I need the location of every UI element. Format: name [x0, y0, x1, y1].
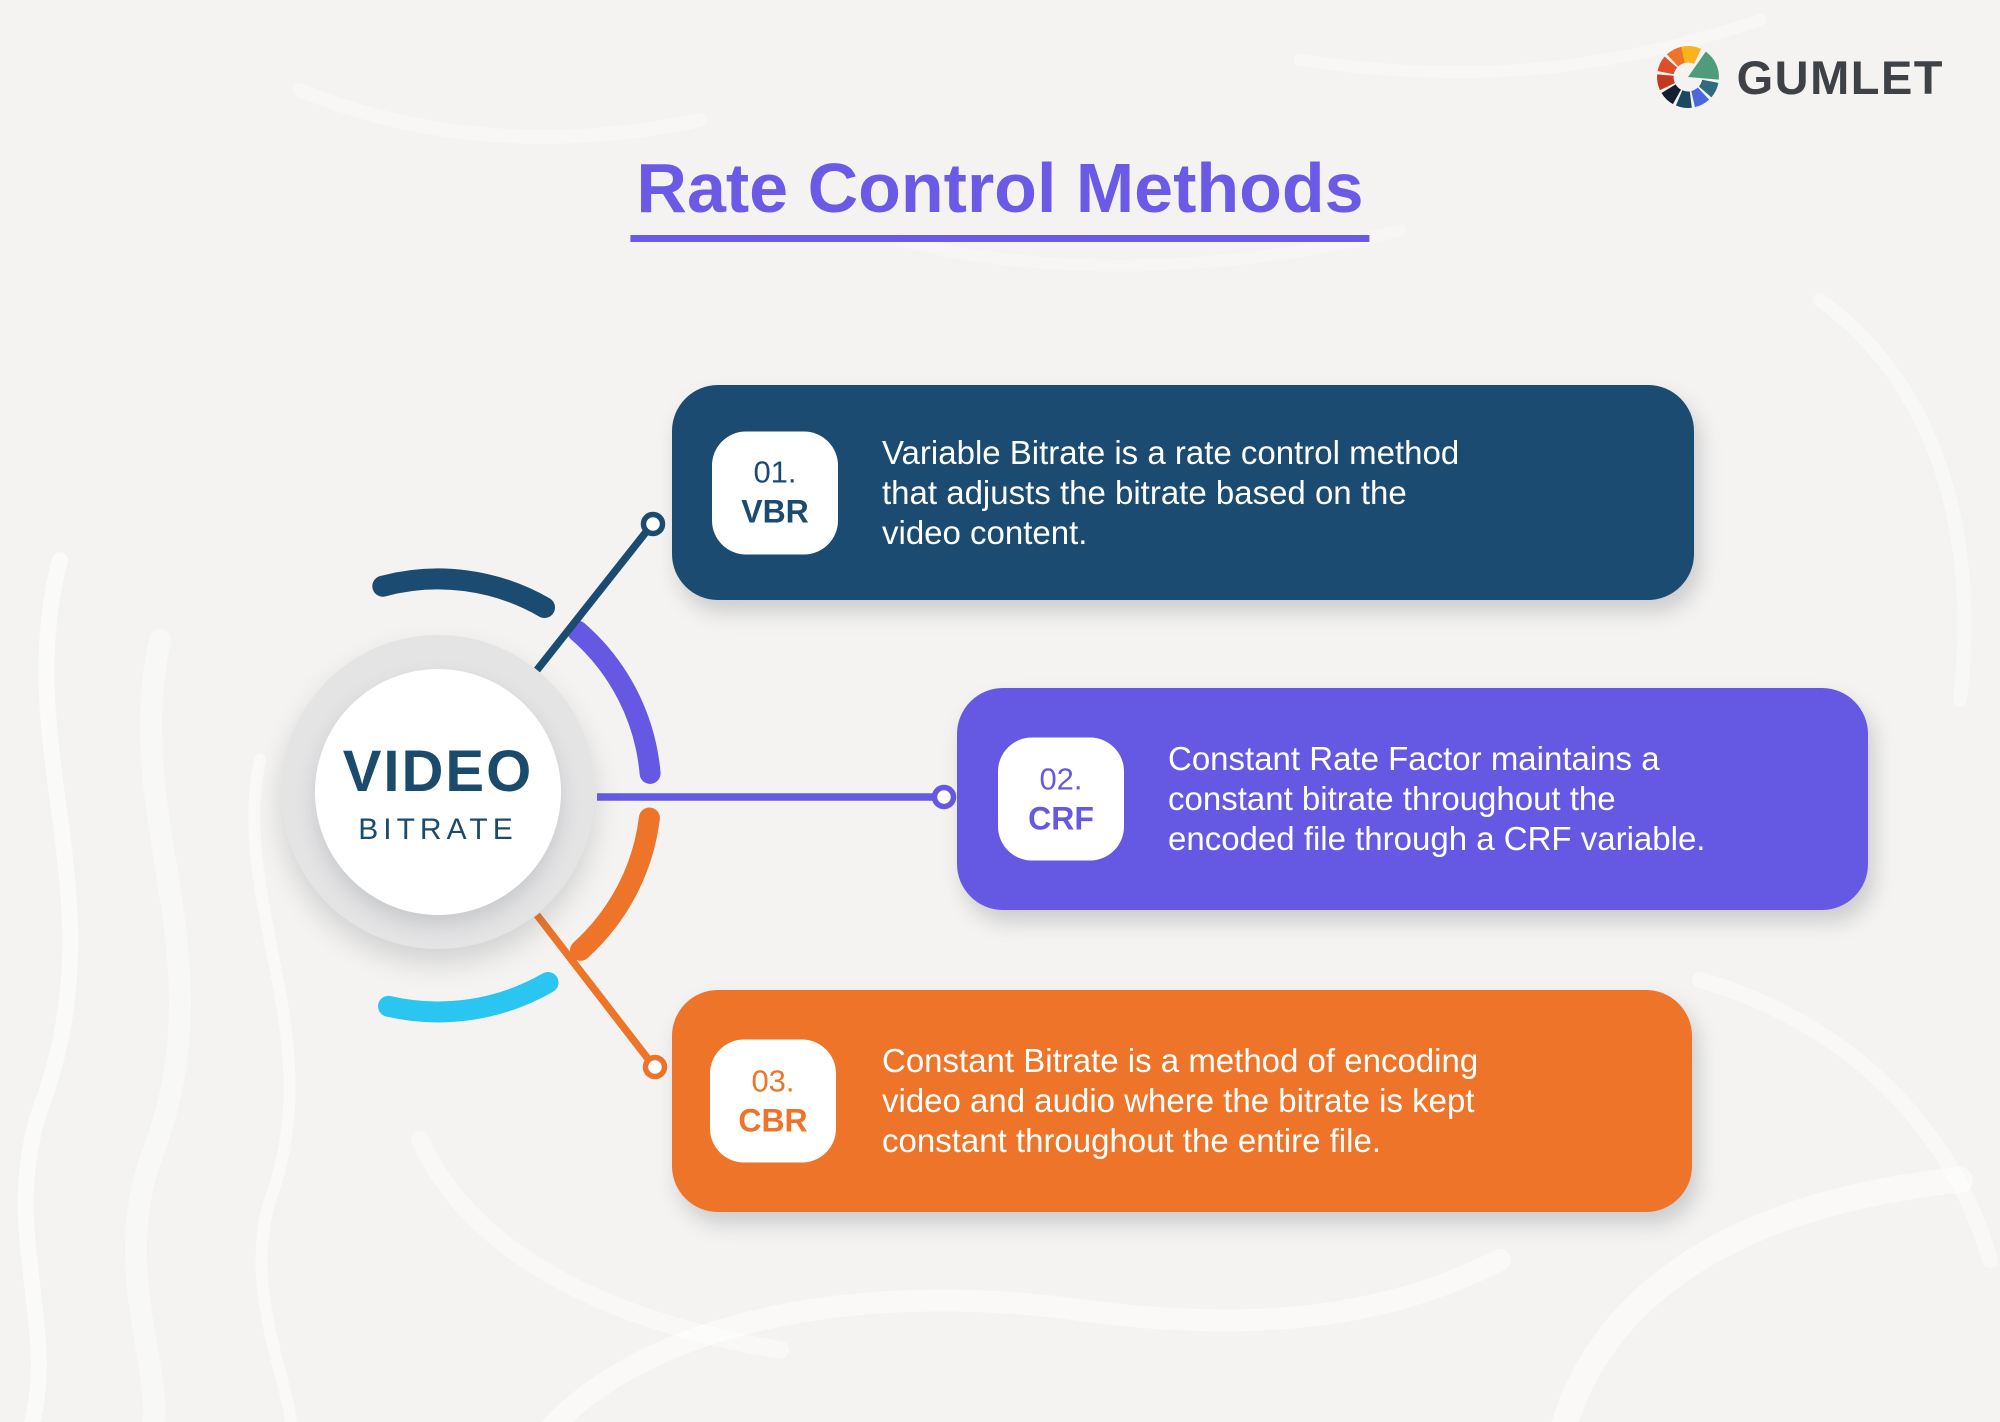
card-cbr: 03. CBR Constant Bitrate is a method of …: [672, 990, 1692, 1212]
connector-node-crf: [931, 784, 957, 810]
connector-node-vbr: [640, 511, 666, 537]
badge-vbr: 01. VBR: [712, 431, 838, 554]
hub-video-bitrate: VIDEO BITRATE: [281, 635, 595, 949]
card-vbr: 01. VBR Variable Bitrate is a rate contr…: [672, 385, 1694, 600]
card-crf: 02. CRF Constant Rate Factor maintains a…: [957, 688, 1868, 910]
badge-crf-code: CRF: [1028, 800, 1094, 836]
badge-cbr: 03. CBR: [710, 1039, 836, 1163]
badge-vbr-code: VBR: [741, 493, 809, 530]
card-cbr-description: Constant Bitrate is a method of encoding…: [882, 1042, 1479, 1159]
card-vbr-description: Variable Bitrate is a rate control metho…: [882, 433, 1460, 551]
hub-title: VIDEO: [342, 738, 534, 804]
hub-inner-circle: VIDEO BITRATE: [315, 669, 561, 915]
card-crf-description: Constant Rate Factor maintains a constan…: [1168, 740, 1706, 857]
badge-vbr-number: 01.: [753, 454, 797, 490]
gumlet-logo-icon: [1656, 46, 1719, 108]
arc-cbr: [570, 807, 660, 961]
page-title: Rate Control Methods: [630, 150, 1370, 242]
arc-crf: [567, 620, 661, 784]
brand-logo: GUMLET: [1655, 44, 1944, 110]
hub-subtitle: BITRATE: [358, 812, 518, 846]
badge-crf: 02. CRF: [998, 737, 1124, 861]
badge-cbr-number: 03.: [751, 1063, 795, 1098]
connector-line-cbr: [534, 912, 655, 1067]
badge-crf-number: 02.: [1039, 761, 1083, 796]
arc-vbr: [372, 568, 555, 618]
badge-cbr-code: CBR: [738, 1102, 808, 1138]
brand-wordmark: GUMLET: [1736, 50, 1944, 104]
arc-accent-cyan: [378, 972, 559, 1023]
connector-line-vbr: [534, 524, 653, 673]
connector-node-cbr: [642, 1054, 668, 1080]
